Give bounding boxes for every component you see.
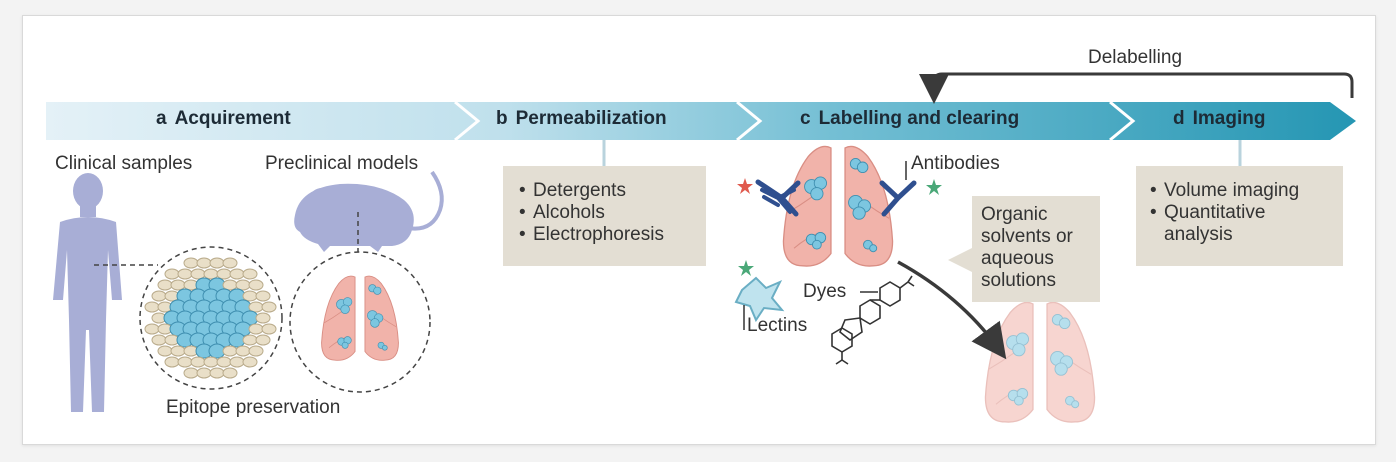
- tissue-cell: [229, 268, 245, 280]
- tissue-cell: [242, 268, 258, 280]
- lung-icon-cleared: [984, 301, 1096, 423]
- tissue-cell: [255, 312, 271, 324]
- list-item: •Quantitative: [1150, 202, 1266, 223]
- callout-line: Organic: [981, 204, 1048, 225]
- tissue-cell: [242, 356, 258, 368]
- tissue-cell: [255, 290, 271, 302]
- human-silhouette-icon: [53, 173, 122, 412]
- tissue-cell: [157, 279, 173, 291]
- tissue-cell: [190, 356, 206, 368]
- imaging-list: •Volume imaging •Quantitative analysis: [1150, 180, 1343, 246]
- list-item: •Electrophoresis: [519, 224, 664, 245]
- tissue-cells-icon: [139, 246, 283, 390]
- tissue-cell: [209, 257, 225, 269]
- tissue-cell: [144, 323, 160, 335]
- chevron-separator-3: [1109, 100, 1136, 142]
- tissue-cell: [242, 334, 258, 346]
- lung-icon-labelling: [782, 145, 894, 267]
- tissue-cell: [222, 345, 238, 357]
- tissue-cell: [255, 334, 271, 346]
- tissue-cell: [248, 279, 264, 291]
- tissue-cell: [248, 323, 264, 335]
- tissue-cell: [164, 356, 180, 368]
- mouse-silhouette-icon: [294, 170, 444, 252]
- tissue-cell: [248, 301, 264, 313]
- permeabilization-list: •Detergents •Alcohols •Electrophoresis: [519, 180, 706, 246]
- list-item: analysis: [1164, 224, 1233, 245]
- callout-line: aqueous: [981, 248, 1054, 269]
- process-arrow: [46, 102, 1356, 140]
- solvent-callout-shape: [948, 196, 1100, 302]
- tissue-cell: [216, 356, 232, 368]
- tissue-cell: [216, 268, 232, 280]
- tissue-cell: [164, 268, 180, 280]
- tissue-cell: [235, 345, 251, 357]
- callout-line: solvents or: [981, 226, 1073, 247]
- fluorophore-star-green-icon: [926, 179, 942, 195]
- tissue-cell: [203, 268, 219, 280]
- imaging-box: •Volume imaging •Quantitative analysis: [1136, 166, 1343, 266]
- delabelling-label: Delabelling: [1088, 47, 1183, 68]
- epitope-preservation-label: Epitope preservation: [166, 397, 341, 418]
- tissue-cell: [235, 279, 251, 291]
- solvent-callout-text: Organic solvents or aqueous solutions: [981, 204, 1073, 292]
- antibody-right: [879, 180, 917, 217]
- tissue-cell: [157, 345, 173, 357]
- preclinical-models-label: Preclinical models: [265, 153, 419, 174]
- tissue-cell: [177, 268, 193, 280]
- list-item: •Alcohols: [519, 202, 605, 223]
- clearing-arrow: [897, 260, 1007, 360]
- tissue-cell: [177, 356, 193, 368]
- antibody-left: [755, 179, 801, 217]
- lectins-label: Lectins: [747, 315, 808, 336]
- tissue-cell: [222, 257, 238, 269]
- tissue-cell: [151, 334, 167, 346]
- antibodies-label: Antibodies: [911, 153, 1000, 174]
- tissue-cell: [209, 367, 225, 379]
- dye-molecule-icon: [831, 275, 915, 365]
- tissue-cell: [196, 367, 212, 379]
- chevron-separator-1: [454, 100, 481, 142]
- lectin-icon: [734, 260, 785, 323]
- tissue-cell: [183, 367, 199, 379]
- tissue-cell: [183, 257, 199, 269]
- callout-line: solutions: [981, 270, 1056, 291]
- clinical-samples-label: Clinical samples: [55, 153, 193, 174]
- tissue-cell: [261, 323, 277, 335]
- tissue-cell: [196, 257, 212, 269]
- tissue-cell: [144, 301, 160, 313]
- list-item: •Volume imaging: [1150, 180, 1300, 201]
- chevron-separator-2: [736, 100, 763, 142]
- permeabilization-box: •Detergents •Alcohols •Electrophoresis: [503, 166, 706, 266]
- tissue-cell: [222, 367, 238, 379]
- tissue-cell: [203, 356, 219, 368]
- tissue-cell: [229, 356, 245, 368]
- tissue-cell: [242, 290, 258, 302]
- tissue-cell: [151, 290, 167, 302]
- fluorophore-star-red-icon: [737, 178, 753, 194]
- lung-sample-circle: [289, 251, 431, 393]
- tissue-cell: [222, 279, 238, 291]
- dyes-label: Dyes: [803, 281, 847, 302]
- tissue-cell: [190, 268, 206, 280]
- delabelling-loop-arrow: [919, 72, 1354, 104]
- tissue-cell: [261, 301, 277, 313]
- tissue-cell: [170, 279, 186, 291]
- list-item: •Detergents: [519, 180, 626, 201]
- tissue-cell: [170, 345, 186, 357]
- tissue-cell: [248, 345, 264, 357]
